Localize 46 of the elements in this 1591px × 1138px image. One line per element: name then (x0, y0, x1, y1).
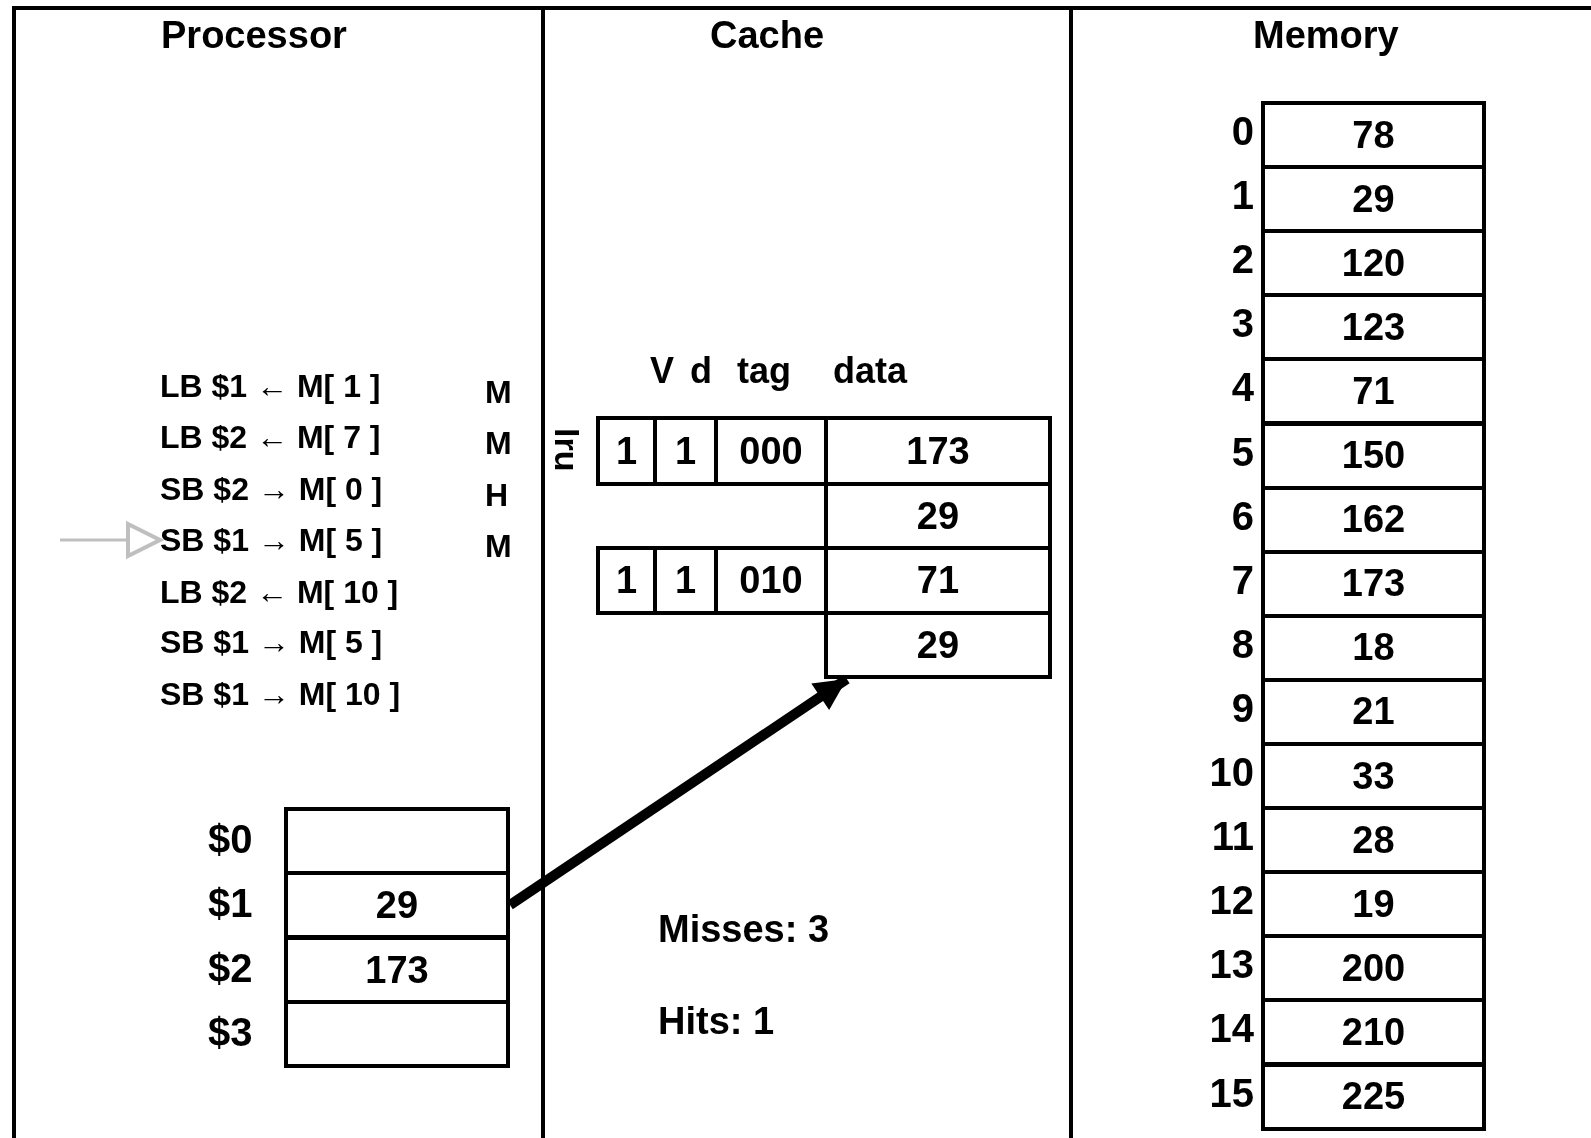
instruction-text: LB $2 ← M[ 10 ] (160, 572, 480, 612)
hit-count-text: Hits: 1 (658, 1000, 775, 1043)
address-label: 7 (1230, 557, 1254, 603)
result-marker: M (485, 528, 512, 565)
miss-count-text: Misses: 3 (658, 908, 830, 951)
address-label: 3 (1230, 301, 1254, 347)
address-label: 11 (1210, 814, 1254, 860)
register-name: $1 (208, 881, 253, 926)
column-header: V (650, 350, 674, 392)
column-heading: Memory (1253, 14, 1399, 57)
register-name: $2 (208, 946, 253, 991)
pointer-arrow (60, 522, 162, 558)
instruction-text: SB $1 → M[ 5 ] (160, 520, 480, 560)
result-marker: M (485, 425, 512, 462)
address-label: 10 (1208, 750, 1254, 795)
instruction-text: LB $2 ← M[ 7 ] (160, 417, 480, 457)
memory-panel (1069, 6, 1591, 1138)
column-header: data (833, 350, 908, 392)
address-label: 13 (1208, 942, 1254, 988)
address-label: 0 (1230, 109, 1254, 154)
lru-label: lru (547, 428, 586, 472)
instruction-text: SB $2 → M[ 0 ] (160, 469, 480, 509)
address-label: 2 (1230, 237, 1254, 283)
arrow (507, 674, 850, 910)
address-label: 5 (1230, 429, 1254, 475)
address-label: 15 (1208, 1070, 1254, 1116)
register-name: $0 (208, 817, 253, 862)
cache-panel (541, 6, 1069, 1138)
column-header: d (690, 350, 712, 392)
result-marker: H (485, 477, 509, 514)
result-marker: M (485, 374, 512, 411)
register-name: $3 (208, 1010, 253, 1055)
address-label: 4 (1230, 365, 1254, 411)
address-label: 14 (1208, 1006, 1254, 1052)
address-label: 12 (1208, 878, 1254, 924)
column-heading: Cache (710, 14, 825, 57)
address-label: 6 (1230, 493, 1254, 539)
column-header: tag (737, 350, 791, 392)
column-heading: Processor (161, 14, 347, 57)
instruction-text: LB $1 ← M[ 1 ] (160, 366, 480, 406)
address-label: 9 (1230, 685, 1254, 731)
processor-panel (12, 6, 541, 1138)
address-label: 8 (1230, 621, 1254, 667)
address-label: 1 (1230, 173, 1254, 219)
instruction-text: SB $1 → M[ 5 ] (160, 622, 480, 662)
instruction-text: SB $1 → M[ 10 ] (160, 674, 480, 714)
